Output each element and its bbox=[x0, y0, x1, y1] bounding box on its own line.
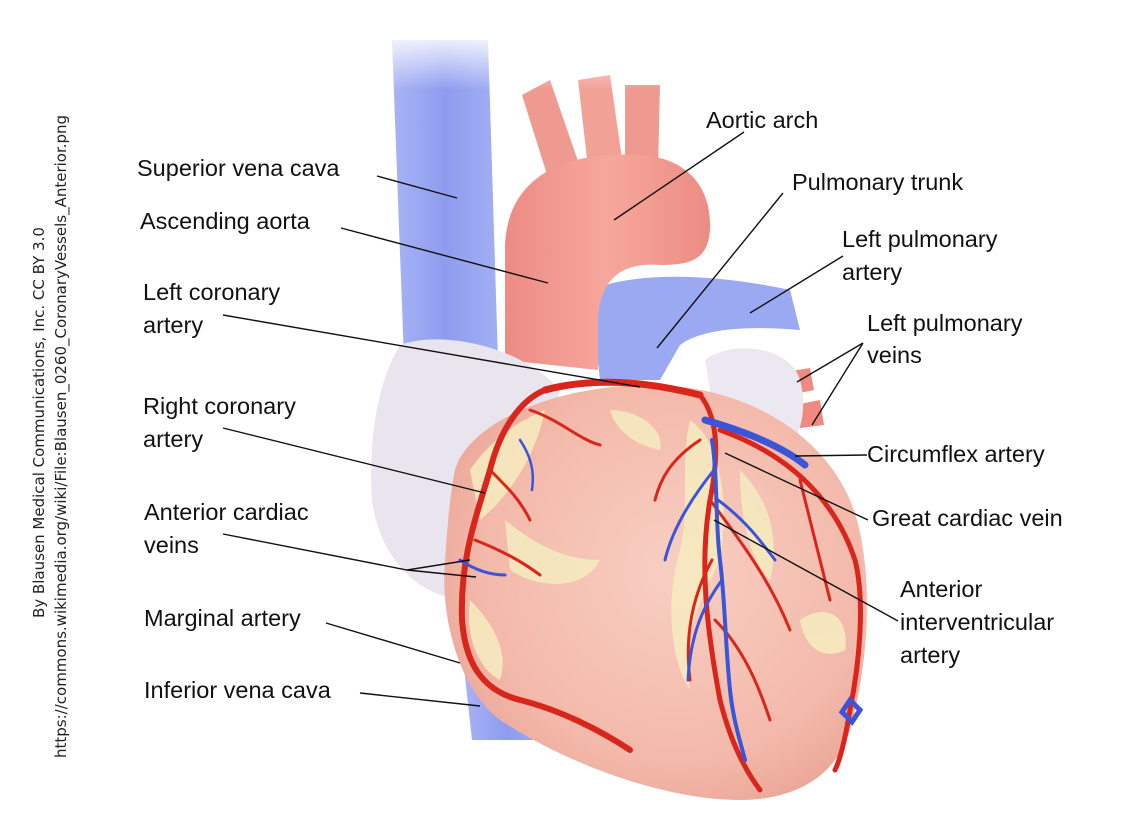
label-pulmonary-trunk: Pulmonary trunk bbox=[792, 169, 963, 195]
label-left-coronary-artery-line1: Left coronary bbox=[143, 279, 280, 305]
leader-aortic-arch bbox=[613, 131, 745, 221]
leader-left-pulmonary-artery bbox=[749, 255, 844, 314]
aorta-vessel bbox=[505, 154, 711, 370]
label-anterior-interventricular-artery-line3: artery bbox=[900, 642, 960, 668]
leader-great-cardiac-vein bbox=[724, 452, 869, 521]
label-aortic-arch: Aortic arch bbox=[706, 107, 818, 133]
leader-left-pulmonary-veins bbox=[796, 342, 864, 426]
labels: Superior vena cava Ascending aorta Left … bbox=[137, 107, 1063, 703]
superior-vena-cava-vessel bbox=[392, 40, 498, 360]
leader-anterior-cardiac-veins bbox=[222, 533, 477, 578]
leader-inferior-vena-cava bbox=[359, 692, 481, 707]
leader-circumflex-artery bbox=[794, 454, 868, 457]
label-left-coronary-artery-line2: artery bbox=[143, 312, 203, 338]
leader-anterior-interventricular-artery bbox=[713, 519, 899, 622]
leader-pulmonary-trunk bbox=[656, 192, 784, 349]
coronary-veins bbox=[458, 416, 864, 762]
label-right-coronary-artery-line2: artery bbox=[143, 426, 203, 452]
leader-superior-vena-cava bbox=[376, 175, 458, 199]
leader-marginal-artery bbox=[325, 622, 461, 664]
label-left-pulmonary-veins-line2: veins bbox=[867, 342, 922, 368]
label-circumflex-artery: Circumflex artery bbox=[867, 441, 1045, 467]
label-ascending-aorta: Ascending aorta bbox=[140, 208, 311, 234]
aortic-branch-3 bbox=[625, 85, 660, 175]
label-left-pulmonary-artery-line2: artery bbox=[842, 259, 902, 285]
leader-right-coronary-artery bbox=[222, 427, 486, 494]
credit-line-2: https://commons.wikimedia.org/wiki/File:… bbox=[52, 115, 71, 758]
credit: By Blausen Medical Communications, Inc. … bbox=[30, 115, 71, 758]
leader-lines bbox=[222, 131, 899, 707]
label-marginal-artery: Marginal artery bbox=[144, 605, 301, 631]
label-anterior-interventricular-artery-line2: interventricular bbox=[900, 609, 1054, 635]
pulmonary-artery-vessel bbox=[590, 276, 800, 380]
leader-left-coronary-artery bbox=[222, 314, 641, 388]
label-right-coronary-artery-line1: Right coronary bbox=[143, 393, 296, 419]
label-anterior-cardiac-veins-line1: Anterior cardiac bbox=[144, 499, 309, 525]
label-superior-vena-cava: Superior vena cava bbox=[137, 155, 340, 181]
label-anterior-cardiac-veins-line2: veins bbox=[144, 532, 199, 558]
label-great-cardiac-vein: Great cardiac vein bbox=[872, 505, 1063, 531]
leader-ascending-aorta bbox=[340, 227, 549, 284]
credit-line-1: By Blausen Medical Communications, Inc. … bbox=[30, 227, 48, 618]
label-left-pulmonary-artery-line1: Left pulmonary bbox=[842, 226, 998, 252]
label-anterior-interventricular-artery-line1: Anterior bbox=[900, 576, 982, 602]
label-inferior-vena-cava: Inferior vena cava bbox=[144, 677, 332, 703]
label-left-pulmonary-veins-line1: Left pulmonary bbox=[867, 310, 1023, 336]
